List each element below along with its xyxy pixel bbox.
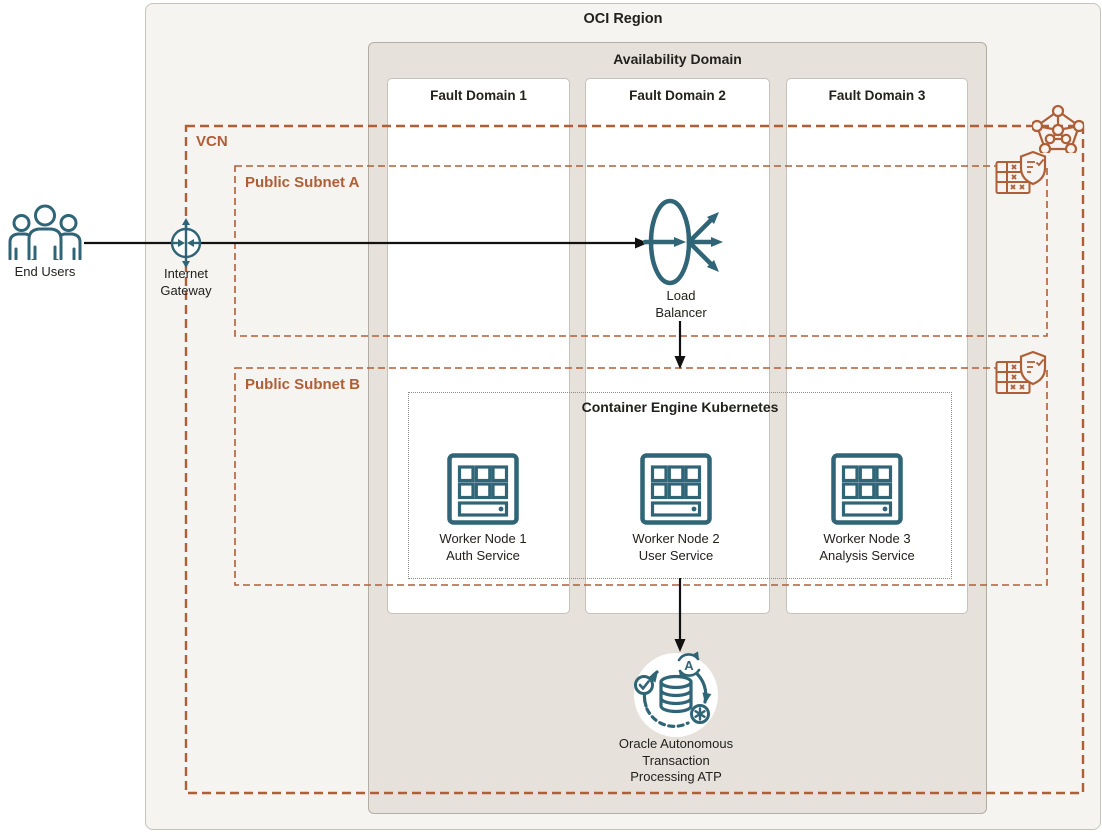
internet-gateway-label-line2: Gateway	[160, 282, 212, 298]
fault-domain-1-title: Fault Domain 1	[430, 88, 527, 103]
worker-node-2-line2: User Service	[638, 547, 714, 563]
internet-gateway-label: Internet Gateway	[126, 266, 246, 299]
end-users-icon	[5, 202, 85, 260]
load-balancer-label-line2: Balancer	[655, 304, 707, 320]
atp-label-line2: Transaction	[642, 752, 710, 768]
subnet-b-routetable-securitylist-icon	[994, 349, 1048, 399]
kubernetes-title: Container Engine Kubernetes	[581, 399, 779, 415]
atp-label: Oracle Autonomous Transaction Processing…	[586, 736, 766, 786]
worker-node-3-icon	[830, 452, 904, 526]
load-balancer-label-line1: Load	[666, 288, 696, 303]
worker-node-2-line1: Worker Node 2	[632, 531, 720, 546]
worker-node-3-label: Worker Node 3 Analysis Service	[782, 531, 952, 564]
worker-node-3-line2: Analysis Service	[819, 547, 915, 563]
fault-domain-2-title: Fault Domain 2	[629, 88, 726, 103]
availability-domain-title: Availability Domain	[613, 51, 742, 67]
worker-node-1-icon	[446, 452, 520, 526]
worker-node-1-line2: Auth Service	[446, 547, 520, 563]
end-users-label: End Users	[14, 264, 76, 279]
worker-node-3-line1: Worker Node 3	[823, 531, 911, 546]
oci-region-title: OCI Region	[583, 11, 663, 27]
internet-gateway-label-line1: Internet	[163, 266, 209, 281]
fault-domain-3-title: Fault Domain 3	[828, 88, 926, 103]
public-subnet-b-label: Public Subnet B	[245, 376, 361, 393]
atp-database-icon: A	[632, 651, 720, 739]
load-balancer-icon	[643, 197, 725, 289]
subnet-a-routetable-securitylist-icon	[994, 149, 1048, 199]
atp-label-line1: Oracle Autonomous	[618, 736, 734, 751]
worker-node-2-icon	[639, 452, 713, 526]
internet-gateway-icon	[162, 216, 210, 270]
worker-node-2-label: Worker Node 2 User Service	[591, 531, 761, 564]
worker-node-1-label: Worker Node 1 Auth Service	[398, 531, 568, 564]
load-balancer-label: Load Balancer	[621, 288, 741, 321]
vcn-network-icon	[1032, 105, 1084, 153]
worker-node-1-line1: Worker Node 1	[439, 531, 527, 546]
public-subnet-a-label: Public Subnet A	[245, 174, 360, 191]
atp-badge-letter: A	[684, 658, 694, 673]
vcn-label: VCN	[196, 133, 228, 150]
atp-label-line3: Processing ATP	[630, 769, 722, 784]
